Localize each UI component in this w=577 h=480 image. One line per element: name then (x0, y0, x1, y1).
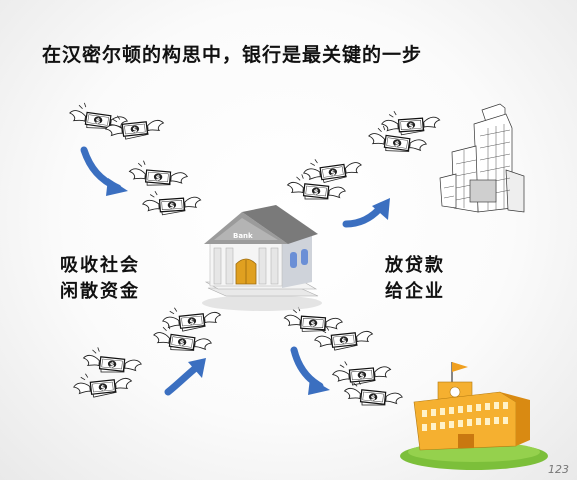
money-group-top-right: $ $ $ $ (285, 107, 442, 204)
bill-dollar-label: $ (330, 169, 336, 178)
bill-dollar-label: $ (169, 202, 175, 210)
bank-sign: Bank (233, 232, 253, 240)
money-group-top-left: $ $ $ $ (67, 100, 203, 217)
flying-dollar-bill-icon: $ (127, 158, 189, 190)
label-line: 闲散资金 (60, 281, 140, 302)
label-line: 给企业 (385, 281, 445, 302)
bill-dollar-label: $ (310, 320, 316, 328)
bill-dollar-label: $ (370, 394, 376, 402)
curved-arrow-icon (164, 358, 206, 396)
factory-icon (400, 362, 548, 470)
issue-loans-label: 放贷款 给企业 (385, 253, 445, 305)
page-number: 123 (548, 463, 569, 476)
bill-dollar-label: $ (394, 140, 400, 149)
flying-dollar-bill-icon: $ (71, 368, 134, 400)
money-group-bottom-left: $ $ $ $ (71, 302, 223, 400)
flying-dollar-bill-icon: $ (285, 172, 348, 204)
bill-dollar-label: $ (189, 318, 195, 326)
bill-dollar-label: $ (341, 337, 347, 345)
flying-dollar-bill-icon: $ (160, 302, 223, 334)
bill-dollar-label: $ (132, 126, 138, 134)
bill-dollar-label: $ (179, 339, 185, 348)
collect-funds-label: 吸收社会 闲散资金 (60, 253, 140, 305)
label-line: 吸收社会 (60, 255, 140, 276)
flying-dollar-bill-icon: $ (141, 187, 203, 217)
office-tower-icon (439, 103, 525, 213)
bill-dollar-label: $ (95, 117, 101, 126)
flying-dollar-bill-icon: $ (331, 356, 393, 388)
bank-building-icon: Bank (202, 205, 322, 311)
flying-dollar-bill-icon: $ (342, 378, 405, 410)
flying-dollar-bill-icon: $ (81, 345, 144, 377)
curved-arrow-icon (342, 198, 390, 228)
label-line: 放贷款 (385, 255, 445, 276)
slide-title: 在汉密尔顿的构思中，银行是最关键的一步 (42, 44, 423, 66)
bill-dollar-label: $ (313, 188, 319, 196)
bill-dollar-label: $ (155, 174, 161, 182)
bill-dollar-label: $ (109, 361, 115, 369)
curved-arrow-icon (290, 346, 330, 395)
bill-dollar-label: $ (359, 372, 365, 380)
flying-dollar-bill-icon: $ (380, 107, 442, 137)
flying-dollar-bill-icon: $ (366, 123, 429, 157)
flying-dollar-bill-icon: $ (151, 322, 214, 356)
flying-dollar-bill-icon: $ (103, 110, 166, 142)
flying-dollar-bill-icon: $ (67, 100, 130, 134)
flying-dollar-bill-icon: $ (282, 305, 344, 335)
bill-dollar-label: $ (100, 384, 106, 392)
bill-dollar-label: $ (408, 122, 414, 130)
money-group-bottom-right: $ $ $ $ (282, 305, 405, 410)
flying-dollar-bill-icon: $ (301, 152, 364, 186)
curved-arrow-icon (80, 146, 128, 196)
flying-dollar-bill-icon: $ (312, 321, 375, 353)
